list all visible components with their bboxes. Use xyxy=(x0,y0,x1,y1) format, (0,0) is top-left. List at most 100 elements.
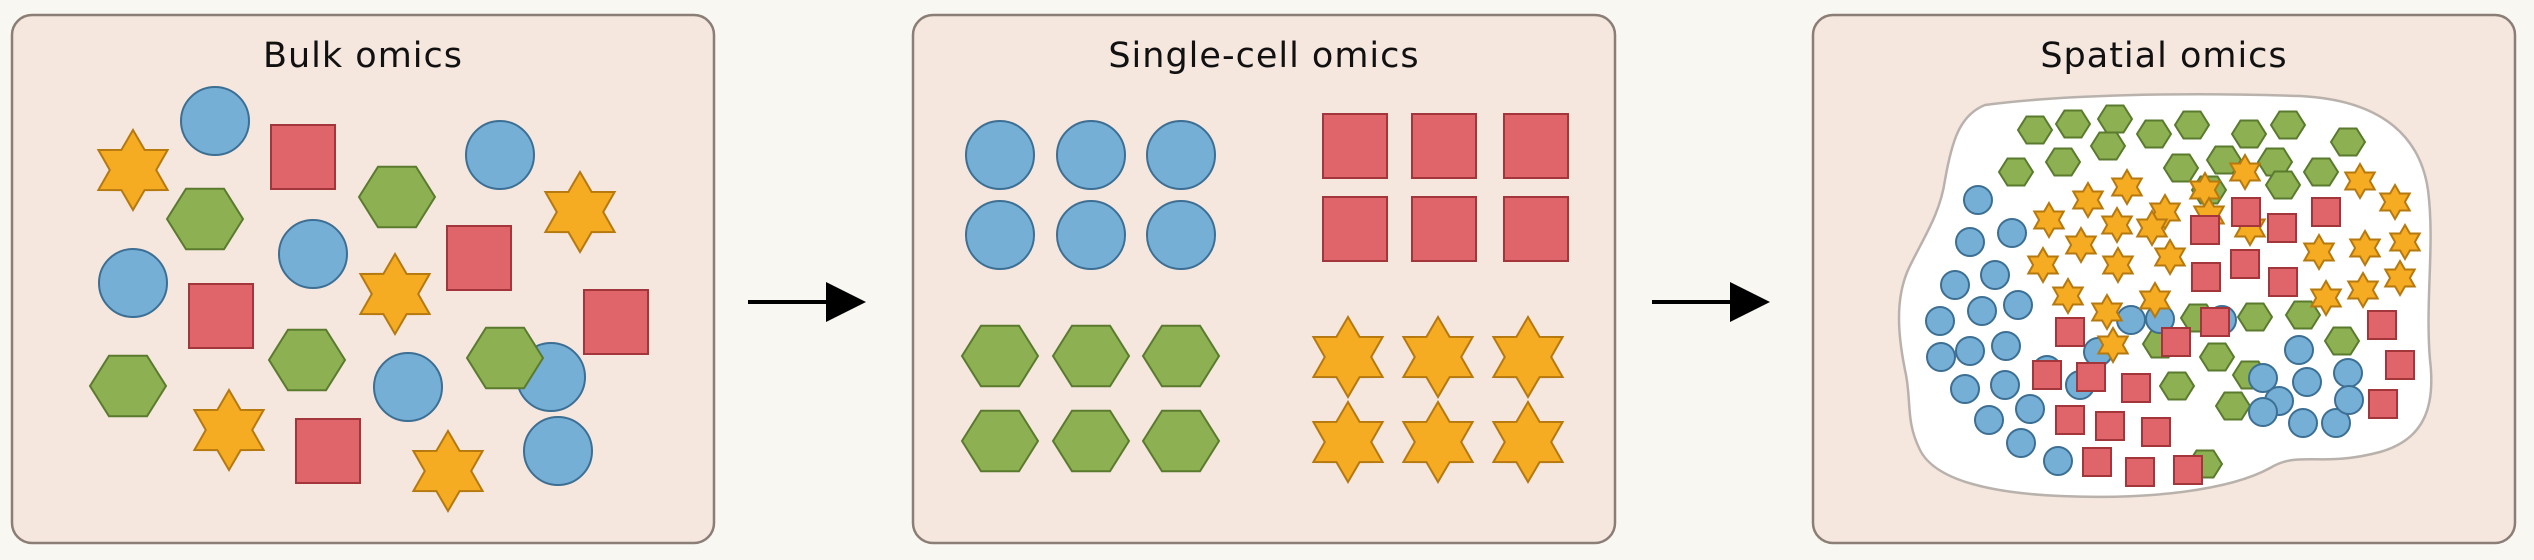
hexagon-cell-icon xyxy=(1141,324,1221,388)
hexagon-cell-icon xyxy=(357,165,437,229)
square-cell-icon xyxy=(1322,196,1388,262)
star-cell-icon xyxy=(1311,315,1385,399)
hexagon-cell-icon xyxy=(2302,157,2340,187)
hexagon-cell-icon xyxy=(2162,153,2200,183)
star-cell-icon xyxy=(2378,182,2412,222)
hexagon-cell-icon xyxy=(2198,342,2236,372)
circle-cell-icon xyxy=(98,248,168,318)
square-cell-icon xyxy=(2231,197,2261,227)
square-cell-icon xyxy=(583,289,649,355)
circle-cell-icon xyxy=(1925,306,1955,336)
hexagon-cell-icon xyxy=(465,326,545,390)
square-cell-icon xyxy=(270,124,336,190)
circle-cell-icon xyxy=(2006,428,2036,458)
circle-cell-icon xyxy=(1146,120,1216,190)
square-cell-icon xyxy=(2055,405,2085,435)
circle-cell-icon xyxy=(1940,270,1970,300)
star-cell-icon xyxy=(2064,225,2098,265)
star-cell-icon xyxy=(543,170,617,254)
circle-cell-icon xyxy=(1955,336,1985,366)
circle-cell-icon xyxy=(2248,363,2278,393)
hexagon-cell-icon xyxy=(2284,300,2322,330)
square-cell-icon xyxy=(2267,213,2297,243)
spatial-omics-title: Spatial omics xyxy=(2040,36,2287,76)
square-cell-icon xyxy=(2367,310,2397,340)
square-cell-icon xyxy=(1411,113,1477,179)
hexagon-cell-icon xyxy=(2158,371,2196,401)
circle-cell-icon xyxy=(1056,200,1126,270)
circle-cell-icon xyxy=(1056,120,1126,190)
square-cell-icon xyxy=(1411,196,1477,262)
star-cell-icon xyxy=(2026,245,2060,285)
star-cell-icon xyxy=(2138,280,2172,320)
circle-cell-icon xyxy=(373,352,443,422)
star-cell-icon xyxy=(192,388,266,472)
circle-cell-icon xyxy=(465,120,535,190)
hexagon-cell-icon xyxy=(2236,302,2274,332)
star-cell-icon xyxy=(2153,237,2187,277)
hexagon-cell-icon xyxy=(1051,324,1131,388)
star-cell-icon xyxy=(2346,270,2380,310)
circle-cell-icon xyxy=(2248,397,2278,427)
square-cell-icon xyxy=(2173,455,2203,485)
square-cell-icon xyxy=(2095,411,2125,441)
square-cell-icon xyxy=(2191,262,2221,292)
hexagon-cell-icon xyxy=(2173,110,2211,140)
hexagon-cell-icon xyxy=(2089,131,2127,161)
square-cell-icon xyxy=(2141,417,2171,447)
star-cell-icon xyxy=(2135,208,2169,248)
circle-cell-icon xyxy=(1997,218,2027,248)
star-cell-icon xyxy=(2343,161,2377,201)
circle-cell-icon xyxy=(1990,370,2020,400)
hexagon-cell-icon xyxy=(88,354,168,418)
square-cell-icon xyxy=(2082,447,2112,477)
hexagon-cell-icon xyxy=(2135,119,2173,149)
square-cell-icon xyxy=(2200,307,2230,337)
square-cell-icon xyxy=(2190,215,2220,245)
circle-cell-icon xyxy=(965,120,1035,190)
square-cell-icon xyxy=(295,418,361,484)
circle-cell-icon xyxy=(1146,200,1216,270)
circle-cell-icon xyxy=(2043,446,2073,476)
circle-cell-icon xyxy=(1980,260,2010,290)
circle-cell-icon xyxy=(1991,331,2021,361)
square-cell-icon xyxy=(1503,113,1569,179)
star-cell-icon xyxy=(2110,167,2144,207)
star-cell-icon xyxy=(358,252,432,336)
circle-cell-icon xyxy=(2284,335,2314,365)
circle-cell-icon xyxy=(965,200,1035,270)
hexagon-cell-icon xyxy=(2214,391,2252,421)
square-cell-icon xyxy=(1322,113,1388,179)
square-cell-icon xyxy=(2121,373,2151,403)
hexagon-cell-icon xyxy=(960,409,1040,473)
hexagon-cell-icon xyxy=(2044,147,2082,177)
hexagon-cell-icon xyxy=(2269,110,2307,140)
hexagon-cell-icon xyxy=(2230,119,2268,149)
square-cell-icon xyxy=(2268,267,2298,297)
star-cell-icon xyxy=(1311,400,1385,484)
circle-cell-icon xyxy=(180,86,250,156)
single-cell-omics-title: Single-cell omics xyxy=(1108,36,1419,76)
star-cell-icon xyxy=(2388,222,2422,262)
circle-cell-icon xyxy=(1974,405,2004,435)
hexagon-cell-icon xyxy=(1141,409,1221,473)
star-cell-icon xyxy=(1401,400,1475,484)
hexagon-cell-icon xyxy=(2264,170,2302,200)
square-cell-icon xyxy=(2385,350,2415,380)
bulk-omics-title: Bulk omics xyxy=(263,36,463,76)
star-cell-icon xyxy=(2348,228,2382,268)
square-cell-icon xyxy=(446,225,512,291)
square-cell-icon xyxy=(2076,362,2106,392)
circle-cell-icon xyxy=(2292,367,2322,397)
hexagon-cell-icon xyxy=(1051,409,1131,473)
star-cell-icon xyxy=(1401,315,1475,399)
star-cell-icon xyxy=(1491,315,1565,399)
circle-cell-icon xyxy=(1926,342,1956,372)
square-cell-icon xyxy=(1503,196,1569,262)
circle-cell-icon xyxy=(1967,296,1997,326)
square-cell-icon xyxy=(2311,197,2341,227)
star-cell-icon xyxy=(2032,200,2066,240)
square-cell-icon xyxy=(2368,389,2398,419)
circle-cell-icon xyxy=(2288,408,2318,438)
